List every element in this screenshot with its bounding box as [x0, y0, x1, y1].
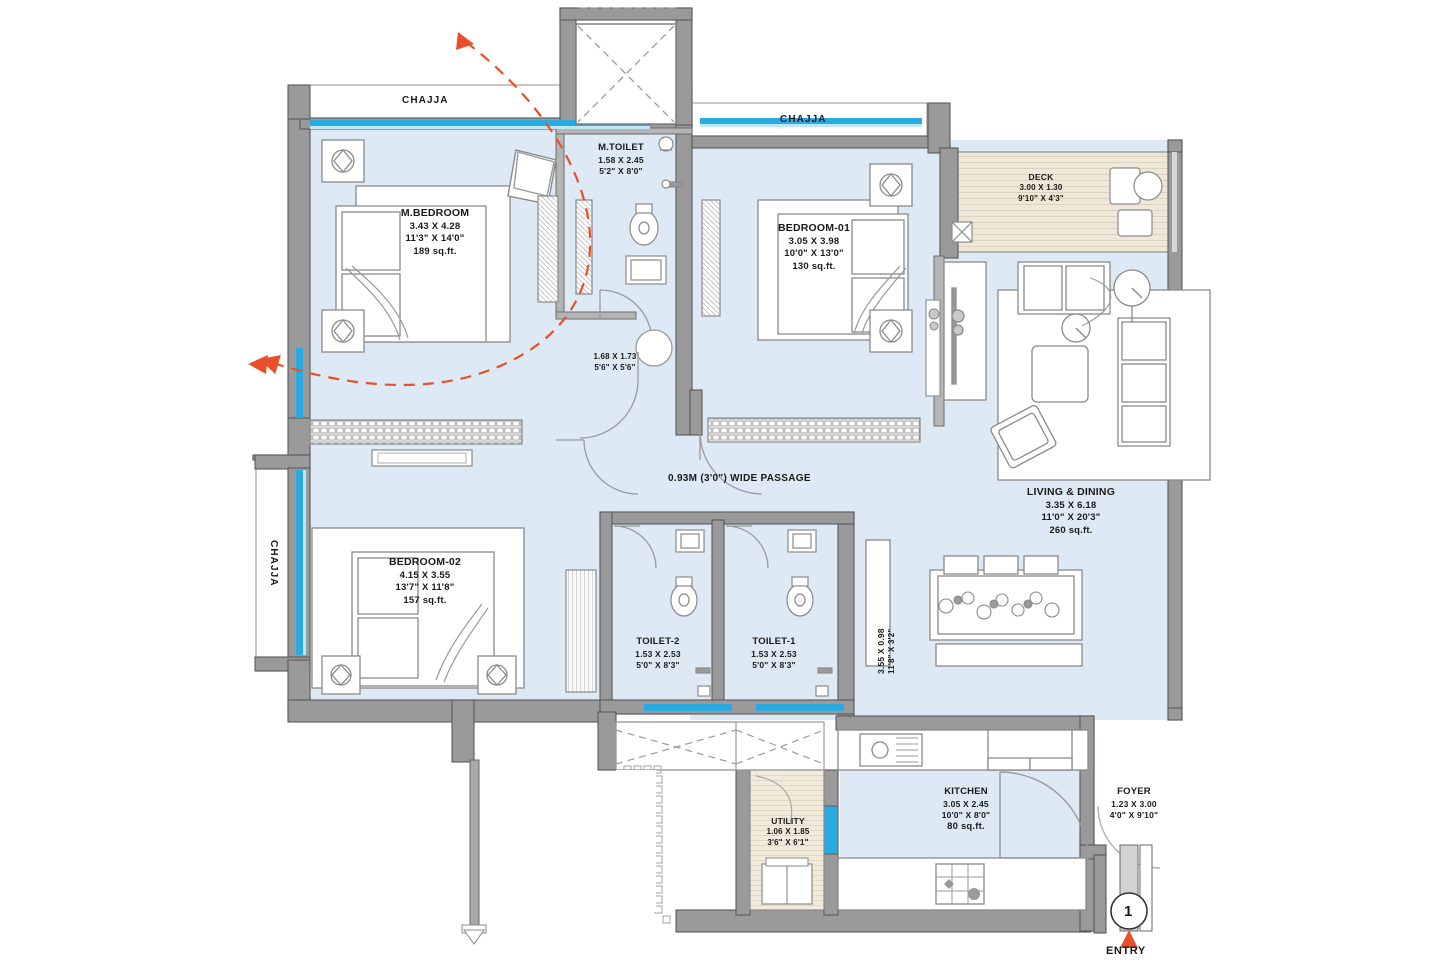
passage-label: 0.93M (3'0") WIDE PASSAGE: [668, 473, 811, 484]
bedroom-02-furniture: [311, 527, 525, 695]
m-bedroom-dresser: [309, 419, 523, 467]
toilet-1-fixtures: [786, 529, 833, 697]
windows: [296, 118, 1177, 855]
balcony-void: [615, 721, 825, 924]
chajja-label-top-right: CHAJJA: [780, 114, 827, 125]
bedroom-01-door: [699, 431, 763, 495]
toilet-2-fixtures: [670, 529, 711, 697]
passage-elements: [556, 329, 673, 495]
bedroom-01-wardrobe: [701, 199, 941, 397]
chajja-label-top-left: CHAJJA: [402, 95, 449, 106]
entry-label: ENTRY: [1106, 945, 1146, 957]
deck-furniture: [951, 167, 1163, 243]
dimension-dining: 3.55 X 0.98 11'8" X 3'2": [876, 562, 896, 674]
living-room-furniture: [943, 261, 1211, 481]
toilet-1-door: [725, 525, 769, 569]
circulation-arrow-head-top: [248, 32, 474, 374]
kitchen-fixtures: [837, 729, 1089, 911]
bedroom-02-wardrobe: [565, 569, 597, 693]
entry-marker-group: [1110, 892, 1148, 948]
entry-marker-number: 1: [1124, 903, 1133, 920]
chajja-label-left: CHAJJA: [268, 540, 279, 587]
dining-furniture: [865, 539, 1083, 667]
dim-metric: 3.55 X 0.98: [876, 628, 886, 674]
dim-imperial: 11'8" X 3'2": [887, 628, 896, 674]
m-bedroom-furniture: [321, 139, 511, 353]
m-bedroom-wardrobe: [537, 195, 559, 303]
foyer-door: [999, 771, 1089, 861]
utility-area: [749, 769, 825, 911]
service-shaft: [575, 7, 677, 125]
toilet-2-door: [613, 525, 657, 569]
bedroom-01-furniture: [707, 163, 921, 443]
